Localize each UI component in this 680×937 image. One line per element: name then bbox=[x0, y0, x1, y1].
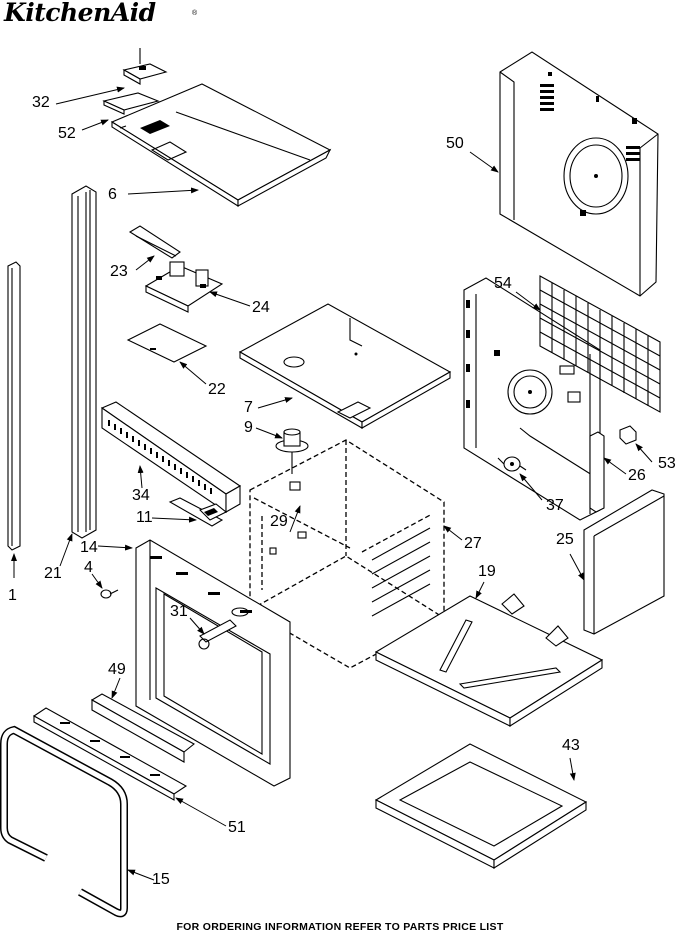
callout-37: 37 bbox=[546, 497, 564, 514]
part-6-top-panel bbox=[110, 83, 332, 207]
part-14-door-frame bbox=[135, 539, 291, 787]
part-19-bottom-panel bbox=[374, 593, 604, 727]
part-34-vent bbox=[100, 401, 242, 514]
callout-1: 1 bbox=[8, 587, 17, 604]
callout-24: 24 bbox=[252, 299, 270, 316]
part-11-latch bbox=[168, 497, 228, 527]
part-4-screw bbox=[100, 589, 119, 599]
callout-34: 34 bbox=[132, 487, 150, 504]
callout-26: 26 bbox=[628, 467, 646, 484]
callout-4: 4 bbox=[84, 559, 93, 576]
footer-note: FOR ORDERING INFORMATION REFER TO PARTS … bbox=[176, 921, 504, 933]
callout-52: 52 bbox=[58, 125, 76, 142]
callout-32: 32 bbox=[32, 94, 50, 111]
callout-21: 21 bbox=[44, 565, 62, 582]
part-24-control-assembly bbox=[144, 261, 224, 313]
callout-25: 25 bbox=[556, 531, 574, 548]
callout-19: 19 bbox=[478, 563, 496, 580]
part-49-insulation bbox=[90, 693, 195, 763]
callout-31: 31 bbox=[170, 603, 188, 620]
part-54-back-panel bbox=[463, 275, 661, 521]
callout-9: 9 bbox=[244, 419, 253, 436]
part-9-sensor bbox=[275, 428, 309, 474]
part-25-side-panel bbox=[583, 489, 665, 635]
callout-11: 11 bbox=[136, 509, 153, 526]
callout-49: 49 bbox=[108, 661, 126, 678]
part-21-side-trim bbox=[71, 185, 97, 539]
registered-mark: ® bbox=[192, 10, 198, 17]
part-22-cover-plate bbox=[126, 323, 208, 363]
callout-23: 23 bbox=[110, 263, 128, 280]
callout-14: 14 bbox=[80, 539, 98, 556]
part-52-plate bbox=[102, 92, 160, 115]
leader-lines bbox=[11, 86, 653, 881]
part-50-rear-panel bbox=[499, 51, 659, 297]
callout-43: 43 bbox=[562, 737, 580, 754]
callout-54: 54 bbox=[494, 275, 512, 292]
part-31-hinge bbox=[198, 619, 237, 650]
callout-15: 15 bbox=[152, 871, 170, 888]
callout-22: 22 bbox=[208, 381, 226, 398]
callout-51: 51 bbox=[228, 819, 246, 836]
callout-29: 29 bbox=[270, 513, 288, 530]
part-43-bottom-tray bbox=[374, 743, 588, 869]
part-37-element bbox=[497, 456, 527, 472]
part-26-side-strip bbox=[589, 431, 605, 513]
part-7-oven-top bbox=[238, 303, 452, 429]
callout-6: 6 bbox=[108, 186, 117, 203]
callout-27: 27 bbox=[464, 535, 482, 552]
callout-7: 7 bbox=[244, 399, 253, 416]
part-23-bracket bbox=[128, 225, 181, 259]
part-1-side-trim bbox=[7, 261, 21, 551]
callout-50: 50 bbox=[446, 135, 464, 152]
part-51-door-trim bbox=[32, 707, 188, 801]
callout-53: 53 bbox=[658, 455, 676, 472]
part-53-clip bbox=[619, 425, 637, 445]
part-32-bracket bbox=[122, 48, 168, 85]
brand-logo: KitchenAid bbox=[4, 0, 156, 27]
part-15-door-gasket bbox=[0, 725, 128, 918]
